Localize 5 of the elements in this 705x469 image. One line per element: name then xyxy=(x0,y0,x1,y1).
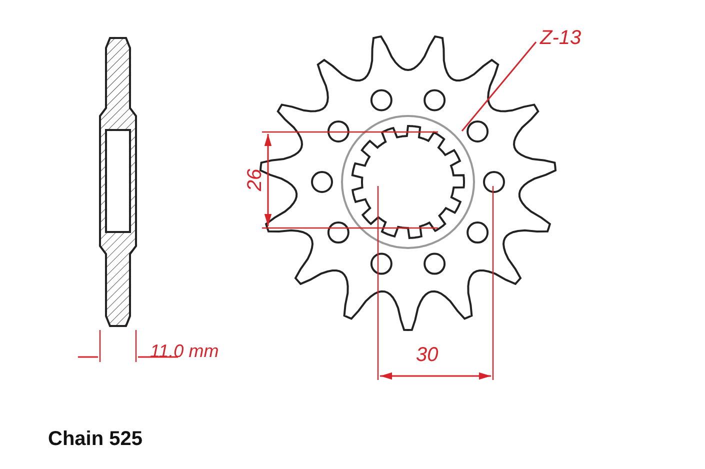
chain-size-label: Chain 525 xyxy=(48,428,142,451)
dimension-value: 30 xyxy=(416,345,438,365)
leader-line xyxy=(461,42,537,132)
tooth-count-label: Z-13 xyxy=(540,28,582,48)
dimension-value: 26 xyxy=(245,168,266,192)
